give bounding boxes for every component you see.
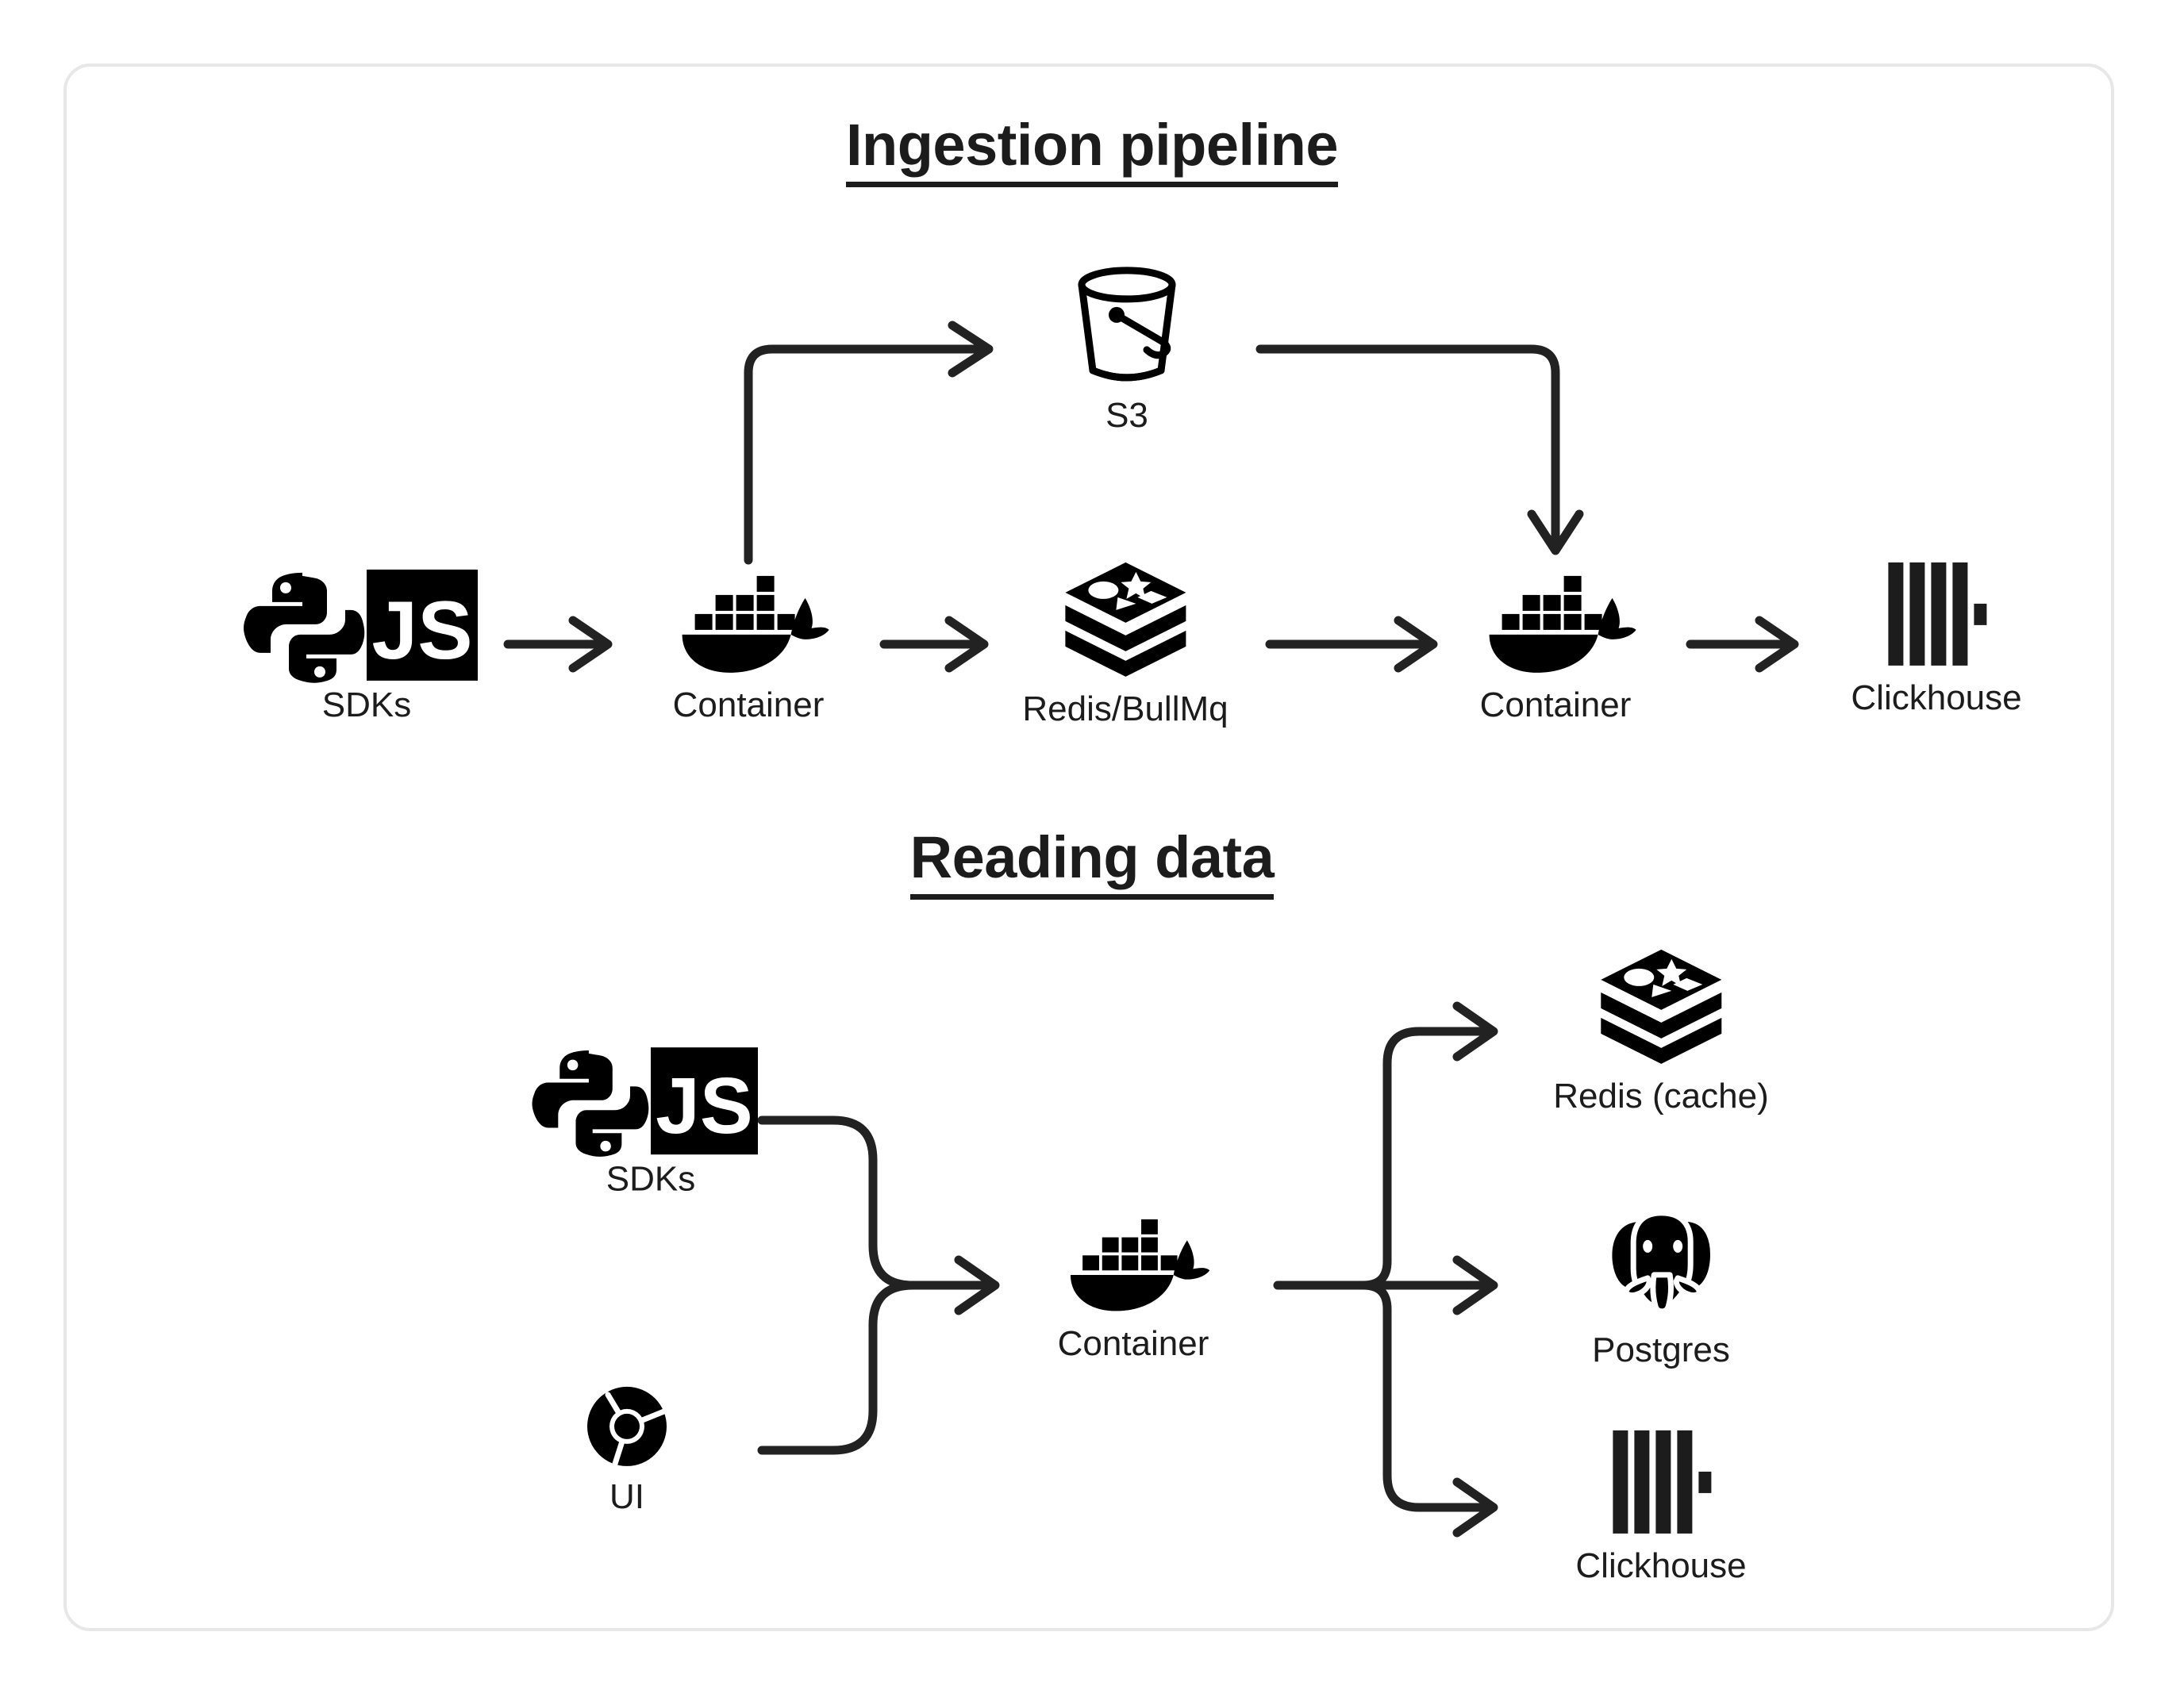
node-label: Clickhouse — [1851, 678, 2022, 717]
node-label: Redis (cache) — [1553, 1076, 1769, 1115]
node-label: Container — [672, 685, 825, 724]
clickhouse-bars-icon — [1885, 562, 1988, 669]
section-title-reading: Reading data — [909, 824, 1275, 900]
node-clickhouse-reading[interactable]: Clickhouse — [1575, 1430, 1747, 1585]
node-label: Redis/BullMq — [1022, 689, 1228, 728]
docker-whale-icon — [1062, 1208, 1210, 1315]
svg-text:JS: JS — [656, 1062, 753, 1150]
redis-stack-icon — [1598, 948, 1725, 1067]
chrome-icon — [586, 1385, 668, 1468]
node-clickhouse-ingestion[interactable]: Clickhouse — [1851, 562, 2022, 717]
node-redis-cache[interactable]: Redis (cache) — [1553, 948, 1769, 1115]
section-title-ingestion: Ingestion pipeline — [845, 111, 1339, 187]
postgres-elephant-icon — [1601, 1202, 1721, 1321]
node-label: Clickhouse — [1575, 1545, 1747, 1585]
node-s3[interactable]: S3 — [1067, 264, 1186, 434]
node-container-ingestion-2[interactable]: Container — [1479, 565, 1636, 724]
svg-text:JS: JS — [371, 585, 472, 677]
node-label: UI — [609, 1476, 644, 1516]
python-js-sdk-icon: JS — [244, 565, 486, 683]
node-label: Container — [1057, 1323, 1209, 1363]
python-js-sdk-icon: JS — [532, 1042, 766, 1157]
s3-bucket-icon — [1067, 264, 1186, 391]
node-label: Postgres — [1592, 1330, 1730, 1369]
docker-whale-icon — [673, 565, 829, 676]
clickhouse-bars-icon — [1609, 1430, 1713, 1537]
node-postgres[interactable]: Postgres — [1592, 1202, 1730, 1369]
node-redis-bullmq[interactable]: Redis/BullMq — [1022, 561, 1228, 728]
node-container-ingestion-1[interactable]: Container — [672, 565, 829, 724]
node-container-reading[interactable]: Container — [1057, 1208, 1210, 1363]
node-ui[interactable]: UI — [586, 1385, 668, 1515]
node-label: S3 — [1105, 395, 1148, 435]
redis-stack-icon — [1062, 561, 1189, 680]
node-label: SDKs — [321, 685, 412, 724]
docker-whale-icon — [1480, 565, 1636, 676]
node-label: SDKs — [606, 1159, 696, 1199]
node-sdks-ingestion[interactable]: JS SDKs — [244, 565, 486, 724]
node-label: Container — [1479, 685, 1632, 724]
node-sdks-reading[interactable]: JS SDKs — [532, 1042, 766, 1199]
